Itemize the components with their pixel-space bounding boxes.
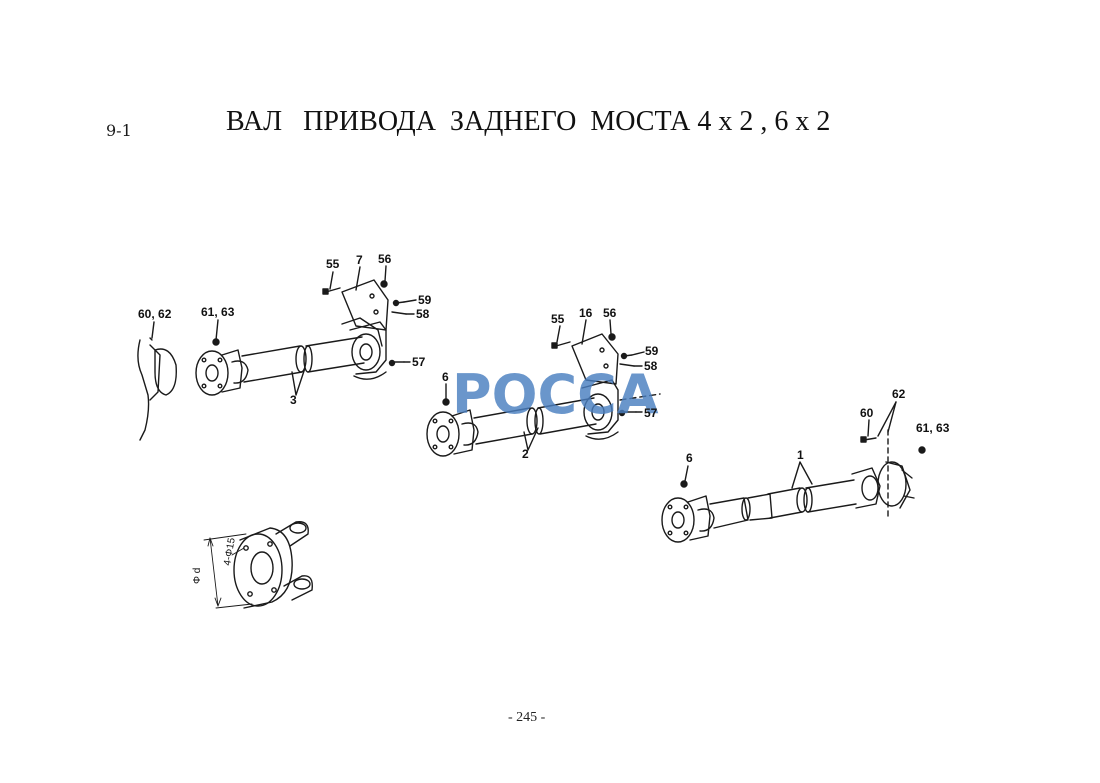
callout-59: 59 <box>645 344 659 358</box>
callout-56: 56 <box>378 252 392 266</box>
callout-56: 56 <box>603 306 617 320</box>
flange-detail <box>203 521 313 609</box>
callout-61-63: 61, 63 <box>201 305 235 319</box>
callout-59: 59 <box>418 293 432 307</box>
callout-7: 7 <box>356 253 363 267</box>
callout-3: 3 <box>290 393 297 407</box>
callout-6: 6 <box>442 370 449 384</box>
callout-2: 2 <box>522 447 529 461</box>
callout-1: 1 <box>797 448 804 462</box>
callout-58: 58 <box>644 359 658 373</box>
callout-55: 55 <box>326 257 340 271</box>
callout-61-63: 61, 63 <box>916 421 950 435</box>
page-title: ВАЛ ПРИВОДА ЗАДНЕГО МОСТА 4 x 2 , 6 x 2 <box>226 106 831 137</box>
callout-60-62: 60, 62 <box>138 307 172 321</box>
dim-hole: 4-Φ15 <box>222 537 238 567</box>
section-number: 9-1 <box>106 121 132 140</box>
callout-60: 60 <box>860 406 874 420</box>
callout-62: 62 <box>892 387 906 401</box>
watermark-logo: РОССА <box>452 363 659 426</box>
callout-6: 6 <box>686 451 693 465</box>
shaft-assembly-3 <box>137 265 417 441</box>
shaft-assembly-2 <box>426 319 661 457</box>
callout-57: 57 <box>412 355 426 369</box>
callout-57: 57 <box>644 406 658 420</box>
callout-58: 58 <box>416 307 430 321</box>
dim-phi-d: Φ d <box>192 568 203 584</box>
shaft-assembly-1 <box>661 401 926 543</box>
callout-55: 55 <box>551 312 565 326</box>
page-number: - 245 - <box>508 710 546 725</box>
callout-16: 16 <box>579 306 593 320</box>
